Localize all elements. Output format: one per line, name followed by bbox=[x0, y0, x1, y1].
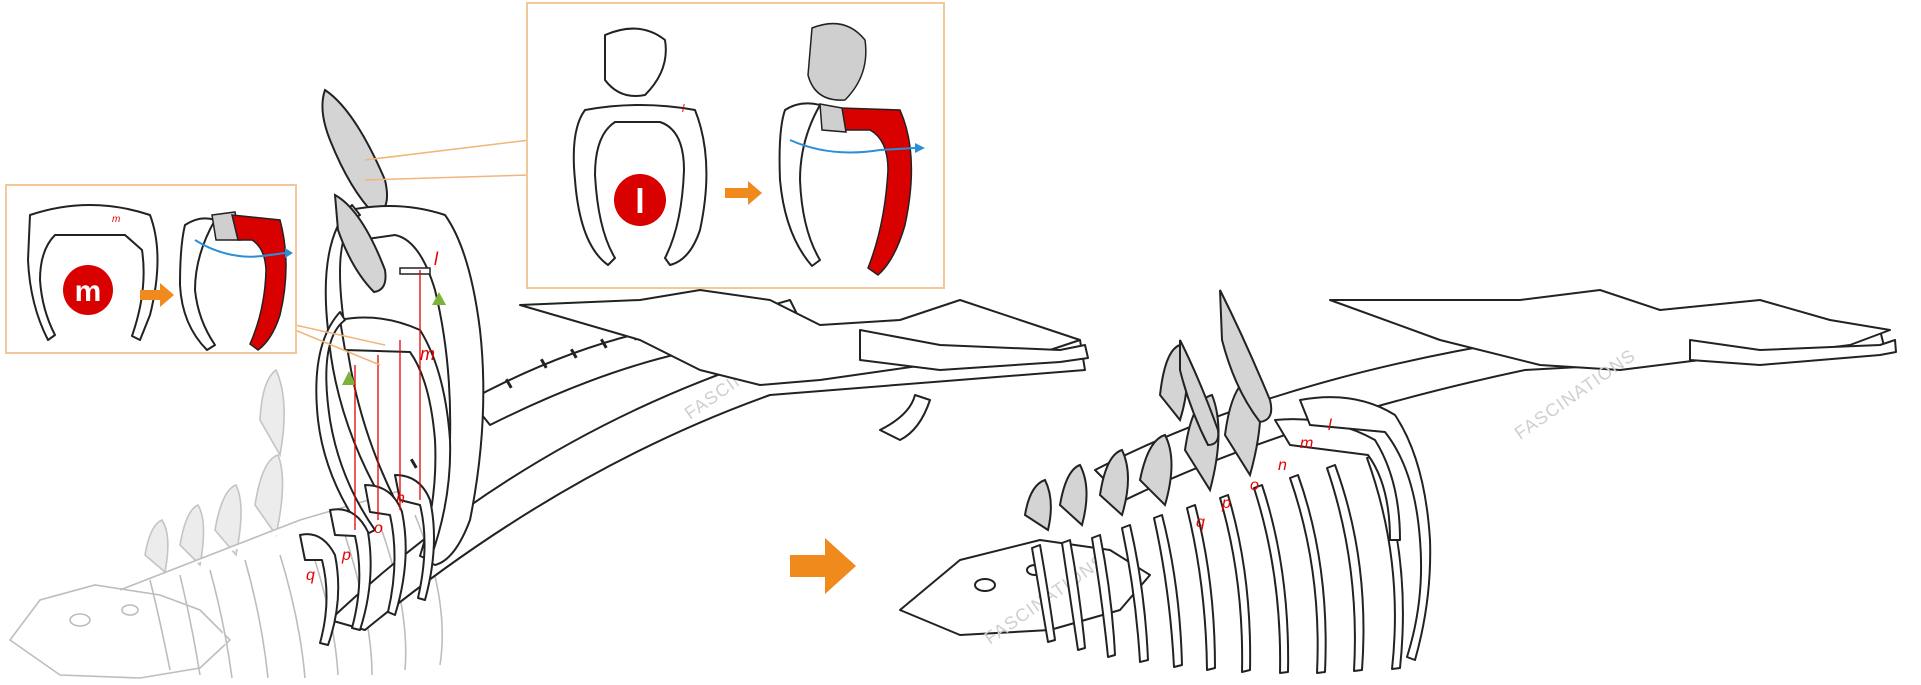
label-m: m bbox=[420, 344, 435, 364]
assembled-label-q: q bbox=[1196, 514, 1205, 531]
inset-panel-l: l l bbox=[527, 3, 944, 288]
assembled-label-l: l bbox=[1328, 417, 1332, 434]
rib-q: q bbox=[300, 534, 338, 645]
assembly-arrow-icon bbox=[790, 538, 856, 594]
inset-panel-m: m m bbox=[6, 185, 296, 353]
faint-skull bbox=[10, 585, 230, 678]
assembled-dorsal-fins bbox=[1025, 290, 1271, 530]
assembled-label-o: o bbox=[1250, 477, 1259, 494]
leader-line bbox=[365, 140, 530, 160]
small-label-m: m bbox=[112, 214, 120, 225]
assembled-label-p: p bbox=[1221, 495, 1231, 512]
inset-badge-letter: m bbox=[75, 275, 102, 308]
label-p: p bbox=[341, 547, 351, 564]
assembled-label-m: m bbox=[1300, 435, 1313, 452]
assembled-label-n: n bbox=[1278, 457, 1287, 474]
leader-line bbox=[365, 175, 530, 180]
label-o: o bbox=[374, 520, 383, 537]
label-q: q bbox=[306, 567, 315, 584]
inset-badge-letter: l bbox=[635, 183, 644, 221]
